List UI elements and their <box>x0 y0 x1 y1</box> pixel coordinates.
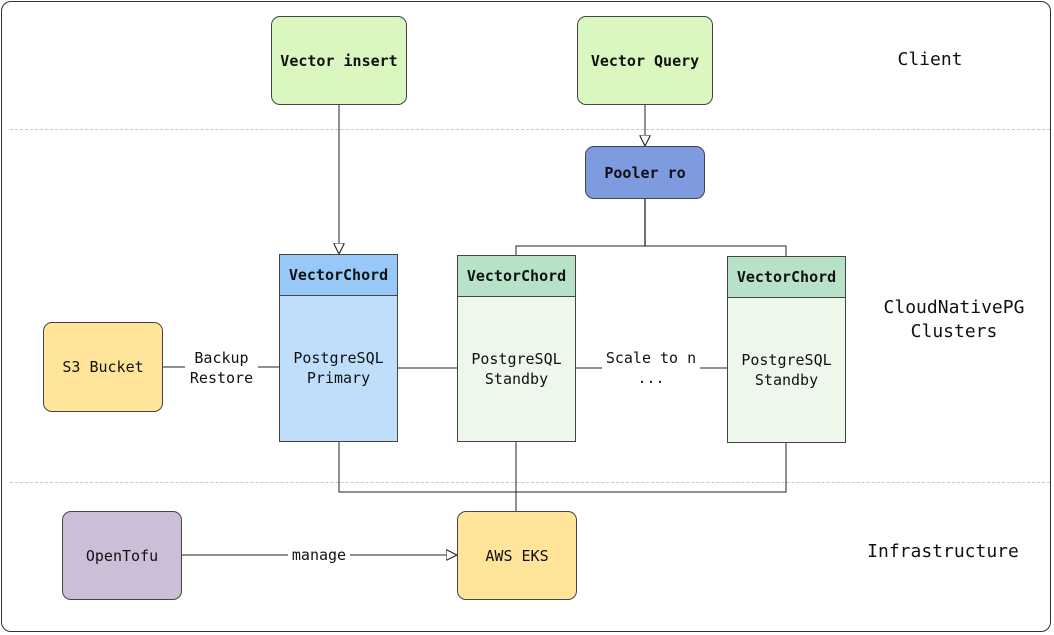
vector-query-box: Vector Query <box>577 16 713 105</box>
standby-node-2-body: PostgreSQL Standby <box>728 297 845 442</box>
opentofu-label: OpenTofu <box>85 546 159 565</box>
s3-bucket-box: S3 Bucket <box>43 322 163 412</box>
primary-node-line1: PostgreSQL <box>293 349 384 367</box>
standby-node-2-line2: Standby <box>754 370 819 389</box>
standby-node-1-line2: Standby <box>484 369 549 388</box>
ellipsis-text: ... <box>637 369 665 387</box>
primary-node-body: PostgreSQL Primary <box>280 295 397 441</box>
pooler-box: Pooler ro <box>585 146 705 199</box>
primary-node: VectorChord PostgreSQL Primary <box>279 254 398 442</box>
tier-infrastructure-label: Infrastructure <box>867 541 1019 562</box>
scale-to-n-text: Scale to n <box>605 349 697 367</box>
opentofu-box: OpenTofu <box>62 511 182 600</box>
vector-query-label: Vector Query <box>590 51 700 70</box>
standby-node-2-line1: PostgreSQL <box>741 350 832 369</box>
standby-node-1-line1: PostgreSQL <box>471 349 562 368</box>
clusters-to-eks-connector <box>338 442 787 493</box>
standby-node-1-body: PostgreSQL Standby <box>458 296 575 441</box>
s3-bucket-label: S3 Bucket <box>62 358 144 376</box>
vector-insert-label: Vector insert <box>280 51 398 70</box>
restore-text: Restore <box>189 369 254 387</box>
manage-label: manage <box>288 545 350 565</box>
pooler-fanout-connector <box>515 245 787 256</box>
standby-node-1: VectorChord PostgreSQL Standby <box>457 255 576 442</box>
backup-text: Backup <box>194 349 249 367</box>
standby-node-2-header: VectorChord <box>728 257 845 298</box>
standby-node-1-header: VectorChord <box>458 256 575 297</box>
vector-insert-box: Vector insert <box>271 16 407 105</box>
tier-cloudnativepg-line2: Clusters <box>910 321 998 342</box>
standby-node-2: VectorChord PostgreSQL Standby <box>727 256 846 443</box>
tier-client-label: Client <box>897 49 963 70</box>
tier-cloudnativepg-label: CloudNativePG Clusters <box>862 296 1046 344</box>
scale-label: Scale to n ... <box>602 348 700 388</box>
tier-cloudnativepg-line1: CloudNativePG <box>883 297 1025 318</box>
primary-node-line2: Primary <box>306 369 371 387</box>
aws-eks-box: AWS EKS <box>457 511 577 600</box>
infrastructure-tier-separator <box>10 482 1050 483</box>
aws-eks-label: AWS EKS <box>485 546 549 565</box>
pooler-label: Pooler ro <box>604 163 686 182</box>
primary-node-header: VectorChord <box>280 255 397 296</box>
client-tier-separator <box>10 129 1050 130</box>
backup-restore-label: Backup Restore <box>185 348 258 388</box>
